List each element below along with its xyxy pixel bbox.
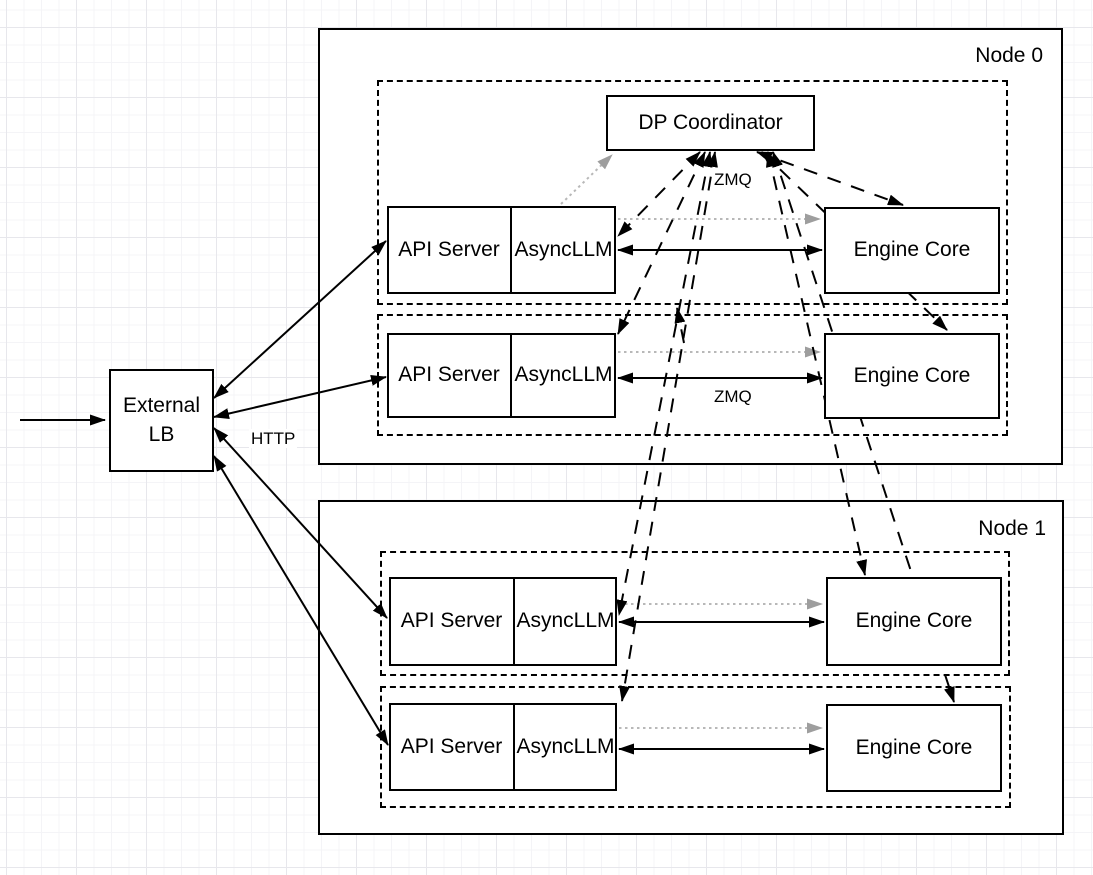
- edge-dp-node0-row1-asyncllm: [617, 151, 706, 335]
- node-0-label: Node 0: [975, 44, 1043, 67]
- edge-dp-node1-row0-asyncllm: [616, 151, 713, 616]
- node0-row1-api-server-cell: API Server: [388, 335, 510, 416]
- node1-row0-api-asyncllm-box: API Server AsyncLLM: [389, 577, 617, 666]
- external-lb-label-line1: External: [122, 394, 201, 418]
- node1-row1-asyncllm-cell: AsyncLLM: [513, 705, 616, 789]
- asyncllm-label: AsyncLLM: [516, 609, 615, 633]
- engine-core-label: Engine Core: [855, 735, 973, 759]
- node1-row0-engine-core-box: Engine Core: [826, 577, 1002, 666]
- edge-lb-node1-row1: [213, 455, 389, 746]
- node0-row1-api-asyncllm-box: API Server AsyncLLM: [387, 333, 616, 418]
- edge-dp-node1-row1-asyncllm: [619, 151, 718, 702]
- node1-row1-api-asyncllm-box: API Server AsyncLLM: [389, 703, 617, 791]
- node0-row0-engine-core-box: Engine Core: [824, 207, 1000, 294]
- api-server-label: API Server: [398, 237, 500, 261]
- node0-row0-api-server-cell: API Server: [388, 208, 510, 292]
- asyncllm-label: AsyncLLM: [514, 363, 613, 387]
- api-server-label: API Server: [400, 609, 503, 633]
- zmq-engine-edge-label: ZMQ: [712, 387, 754, 406]
- edge-lb-node1-row0: [213, 427, 388, 619]
- node0-row0-api-asyncllm-box: API Server AsyncLLM: [387, 206, 616, 294]
- http-edge-label: HTTP: [249, 429, 298, 448]
- edge-lb-node0-row1: [213, 375, 387, 419]
- engine-core-label: Engine Core: [855, 609, 973, 633]
- asyncllm-label: AsyncLLM: [516, 734, 615, 758]
- api-server-label: API Server: [400, 734, 503, 758]
- node0-row0-asyncllm-cell: AsyncLLM: [510, 208, 615, 292]
- api-server-label: API Server: [398, 363, 500, 387]
- node1-row0-api-server-cell: API Server: [390, 579, 513, 664]
- node-1-label: Node 1: [978, 517, 1046, 540]
- edge-dp-node0-row0-engine: [756, 151, 904, 206]
- node1-row1-api-server-cell: API Server: [390, 705, 513, 789]
- edge-dotted-asyncllm-to-coordinator: [560, 154, 613, 205]
- node1-row1-engine-core-box: Engine Core: [826, 704, 1002, 792]
- zmq-coordinator-edge-label: ZMQ: [712, 170, 754, 189]
- node0-row1-engine-core-box: Engine Core: [824, 333, 1000, 419]
- external-lb-box: External LB: [109, 369, 214, 472]
- edge-dp-mid-arrow: [674, 307, 686, 344]
- engine-core-label: Engine Core: [853, 363, 971, 387]
- asyncllm-label: AsyncLLM: [514, 237, 613, 261]
- node0-row1-asyncllm-cell: AsyncLLM: [510, 335, 615, 416]
- external-lb-label-line2: LB: [148, 422, 175, 446]
- edge-lb-node0-row0: [213, 240, 387, 399]
- edge-dp-node0-row0-asyncllm: [617, 151, 701, 237]
- engine-core-label: Engine Core: [853, 238, 971, 262]
- node1-row0-asyncllm-cell: AsyncLLM: [513, 579, 616, 664]
- dp-coordinator-box: DP Coordinator: [606, 95, 815, 151]
- dp-coordinator-label: DP Coordinator: [638, 110, 783, 134]
